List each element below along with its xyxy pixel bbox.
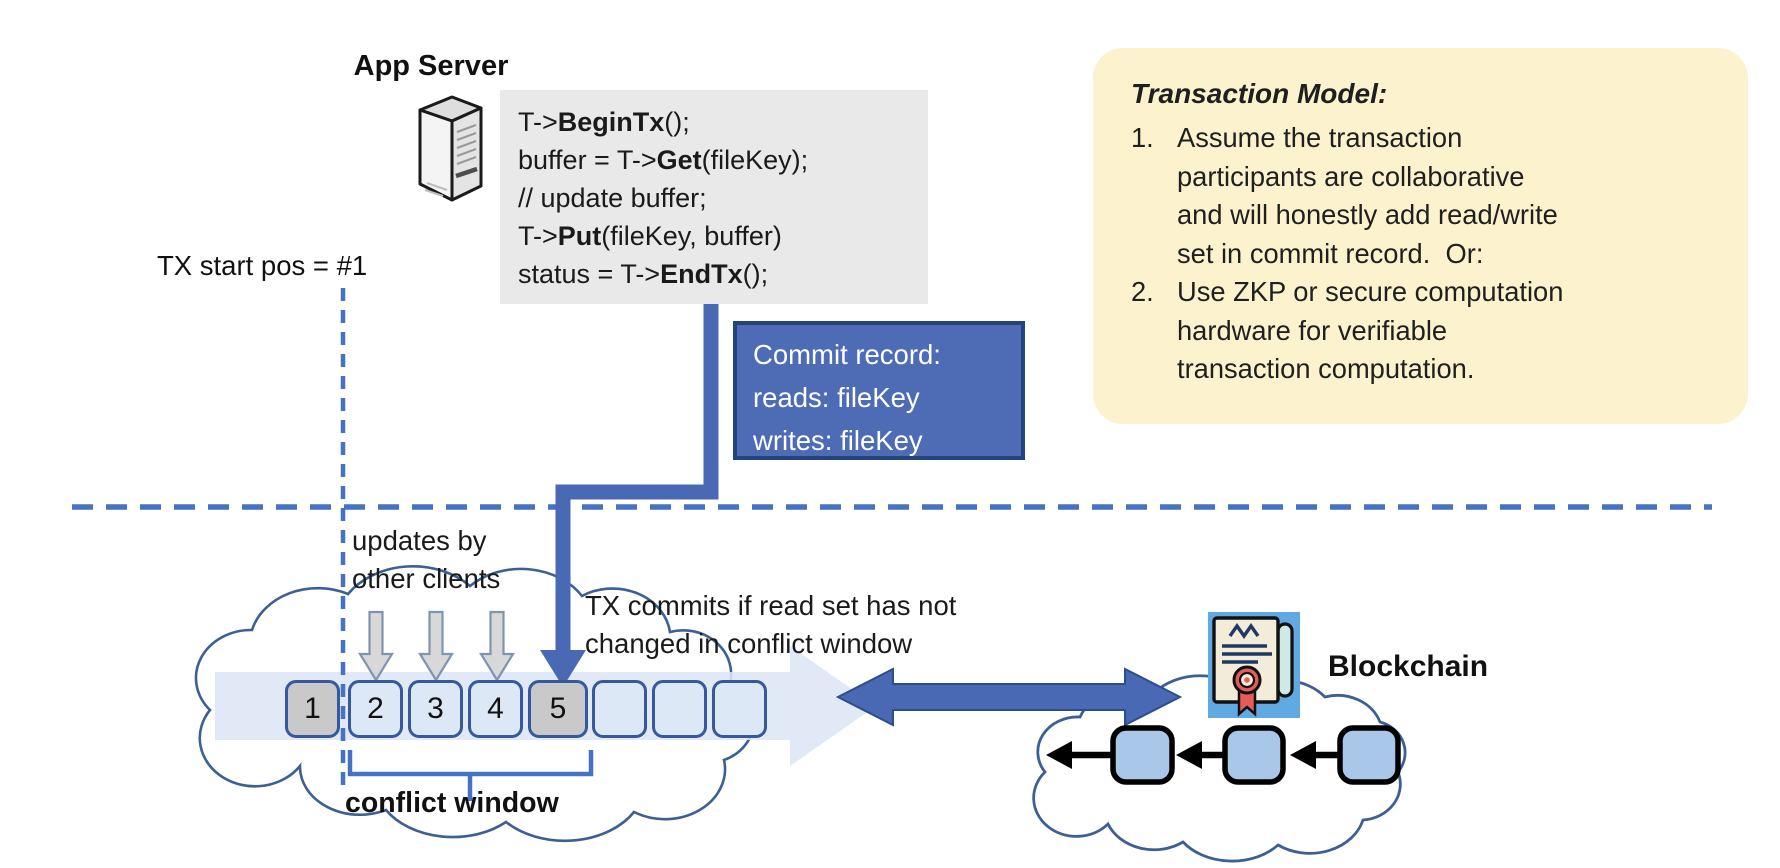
- update-arrow-icon: [418, 610, 454, 683]
- transaction-code-box: T->BeginTx(); buffer = T->Get(fileKey); …: [500, 90, 928, 304]
- ledger-block-4: 4: [468, 680, 523, 738]
- code-line: buffer = T->Get(fileKey);: [518, 141, 928, 179]
- commit-record-box: Commit record: reads: fileKey writes: fi…: [733, 321, 1025, 460]
- label-line: changed in conflict window: [585, 628, 913, 659]
- code-text: T->: [518, 221, 558, 251]
- code-line: T->BeginTx();: [518, 103, 928, 141]
- commit-record-line: reads: fileKey: [753, 382, 920, 413]
- list-item-text: Assume the transaction participants are …: [1177, 119, 1558, 273]
- transaction-model-item: 1. Assume the transaction participants a…: [1131, 119, 1718, 273]
- label-line: updates by: [352, 525, 487, 556]
- code-line: // update buffer;: [518, 179, 928, 217]
- list-line: and will honestly add read/write: [1177, 199, 1558, 230]
- blockchain-label: Blockchain: [1328, 650, 1489, 683]
- list-line: Use ZKP or secure computation: [1177, 276, 1564, 307]
- conflict-window-label: conflict window: [345, 787, 559, 819]
- list-line: transaction computation.: [1177, 353, 1475, 384]
- chain-block: [1222, 725, 1286, 785]
- list-line: hardware for verifiable: [1177, 314, 1448, 346]
- tx-commit-condition-label: TX commits if read set has not changed i…: [585, 587, 956, 663]
- code-text: T->: [518, 107, 558, 137]
- code-keyword: BeginTx: [557, 107, 665, 137]
- updates-by-clients-label: updates by other clients: [352, 522, 500, 598]
- ledger-block-1: 1: [285, 680, 340, 738]
- transaction-model-item: 2. Use ZKP or secure computation hardwar…: [1131, 273, 1718, 389]
- code-text: ();: [664, 107, 690, 137]
- code-keyword: Get: [656, 145, 702, 175]
- commit-arrowhead-icon: [540, 650, 586, 687]
- chain-arrowhead-icon: [1176, 741, 1202, 769]
- transaction-model-title: Transaction Model:: [1131, 78, 1388, 109]
- ledger-block-empty: [712, 680, 767, 738]
- app-server-title: App Server: [353, 50, 509, 82]
- ledger-block-5: 5: [528, 680, 588, 738]
- code-text: (fileKey);: [701, 145, 809, 175]
- code-line: T->Put(fileKey, buffer): [518, 217, 928, 255]
- commit-elbow-connector: [555, 303, 719, 652]
- code-text: (fileKey, buffer): [601, 221, 782, 251]
- commit-record-line: writes: fileKey: [753, 425, 923, 456]
- code-text: status = T->: [518, 259, 661, 289]
- sync-double-arrow-icon: [835, 667, 1183, 727]
- ledger-block-2: 2: [348, 680, 403, 738]
- code-text: ();: [742, 259, 769, 289]
- tx-start-pos-label: TX start pos = #1: [157, 250, 368, 281]
- list-item-text: Use ZKP or secure computation hardware f…: [1177, 273, 1563, 389]
- chain-block: [1110, 725, 1175, 785]
- list-number: 1.: [1131, 122, 1154, 153]
- chain-blocks: [1110, 725, 1401, 785]
- code-keyword: Put: [557, 221, 602, 251]
- list-line: Assume the transaction: [1177, 122, 1463, 153]
- ledger-block-3: 3: [408, 680, 463, 738]
- code-text: // update buffer;: [518, 183, 707, 213]
- ledger-certificate-icon: [1208, 612, 1300, 718]
- label-line: other clients: [352, 563, 501, 594]
- update-arrows: [358, 610, 515, 683]
- code-keyword: EndTx: [660, 259, 743, 289]
- code-line: status = T->EndTx();: [518, 255, 928, 293]
- server-tower-icon: [418, 95, 483, 202]
- transaction-model-note: Transaction Model: 1. Assume the transac…: [1093, 48, 1748, 424]
- update-arrow-icon: [479, 610, 515, 683]
- list-number: 2.: [1131, 276, 1154, 307]
- list-line: participants are collaborative: [1177, 160, 1525, 192]
- chain-link-arrowheads: [1046, 741, 1316, 769]
- label-line: TX commits if read set has not: [585, 590, 957, 621]
- commit-record-line: Commit record:: [753, 339, 941, 370]
- chain-block: [1337, 725, 1401, 785]
- conflict-window-bracket: [347, 750, 594, 801]
- ledger-block-empty: [592, 680, 647, 738]
- code-text: buffer = T->: [518, 145, 657, 175]
- update-arrow-icon: [358, 610, 394, 683]
- chain-arrowhead-icon: [1290, 741, 1316, 769]
- ledger-block-empty: [652, 680, 707, 738]
- chain-arrowhead-icon: [1046, 741, 1072, 769]
- list-line: set in commit record. Or:: [1177, 237, 1484, 269]
